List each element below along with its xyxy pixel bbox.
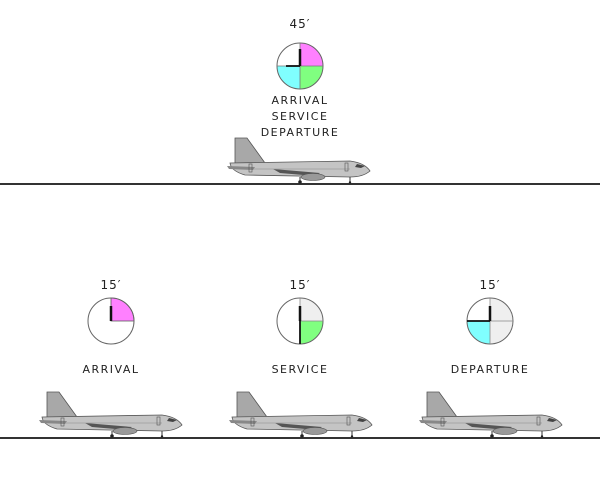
service-quadrant — [300, 66, 323, 89]
airplane-arrival — [38, 391, 183, 439]
combined-label-departure: DEPARTURE — [260, 126, 340, 139]
departure-quadrant — [467, 321, 490, 344]
departure-duration: 15′ — [479, 278, 501, 292]
combined-clock — [276, 42, 324, 90]
combined-duration: 45′ — [289, 17, 311, 31]
arrival-label: ARRIVAL — [82, 363, 140, 376]
departure-quadrant — [277, 66, 300, 89]
airplane-combined — [226, 137, 371, 185]
arrival-quadrant — [300, 43, 323, 66]
service-clock — [276, 297, 324, 345]
combined-label-service: SERVICE — [271, 110, 329, 123]
airplane-service — [228, 391, 373, 439]
arrival-clock — [87, 297, 135, 345]
arrival-duration: 15′ — [100, 278, 122, 292]
service-quadrant — [300, 321, 323, 344]
combined-label-arrival: ARRIVAL — [271, 94, 329, 107]
departure-label: DEPARTURE — [450, 363, 530, 376]
departure-clock — [466, 297, 514, 345]
service-duration: 15′ — [289, 278, 311, 292]
service-label: SERVICE — [271, 363, 329, 376]
airplane-departure — [418, 391, 563, 439]
